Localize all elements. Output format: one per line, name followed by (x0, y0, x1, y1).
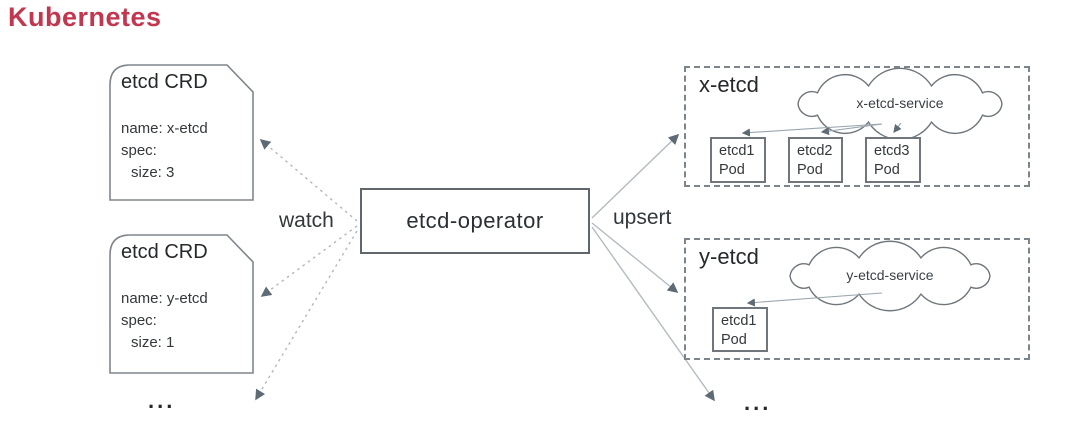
x-etcd-cluster-label: x-etcd (699, 72, 759, 97)
crd-document-shape-x (109, 64, 254, 201)
pod-name: etcd3 (874, 143, 910, 159)
etcd-operator-label: etcd-operator (406, 208, 544, 233)
y-etcd-service-cloud (789, 240, 991, 312)
crd-y-size: size: 1 (131, 334, 175, 351)
service-edge-y-pod1 (746, 292, 883, 307)
pod-name: etcd1 (719, 143, 755, 159)
y-etcd-service-label: y-etcd-service (846, 267, 934, 283)
x-etcd-service-label: x-etcd-service (856, 95, 944, 111)
pod-name: etcd2 (797, 143, 833, 159)
page-title: Kubernetes (8, 2, 162, 32)
pod-name: etcd1 (721, 313, 757, 329)
pod-kind: Pod (719, 162, 745, 178)
x-etcd-service-cloud (797, 67, 1003, 141)
watch-edge-crd-x (259, 138, 358, 222)
crd-x-name: name: x-etcd (121, 120, 208, 137)
etcd-operator-box: etcd-operator (360, 188, 590, 254)
y-etcd-cluster-label: y-etcd (699, 244, 759, 269)
ellipsis-left: ... (148, 388, 176, 413)
crd-y: etcd CRD name: y-etcd spec: size: 1 (121, 241, 247, 354)
pod-x-etcd2: etcd2 Pod (788, 137, 843, 183)
pod-x-etcd1: etcd1 Pod (710, 137, 766, 183)
y-etcd-cluster-box (684, 238, 1030, 360)
crd-y-title: etcd CRD (121, 241, 208, 263)
service-edge-x-pod2 (820, 123, 883, 136)
crd-x-size: size: 3 (131, 164, 175, 181)
crd-x-body: name: x-etcd spec: size: 3 (121, 118, 247, 184)
pod-kind: Pod (721, 332, 747, 348)
crd-x: etcd CRD name: x-etcd spec: size: 3 (121, 71, 247, 184)
upsert-label: upsert (613, 206, 672, 229)
pod-kind: Pod (874, 162, 900, 178)
crd-x-spec: spec: (121, 142, 157, 159)
pod-y-etcd1: etcd1 Pod (712, 307, 768, 352)
watch-edge-crd-y (260, 225, 358, 297)
upsert-edge-y-etcd (591, 222, 679, 293)
pod-x-etcd3: etcd3 Pod (865, 137, 921, 183)
upsert-edge-more (591, 226, 715, 402)
service-edge-x-pod3 (893, 122, 902, 133)
x-etcd-cluster-box (684, 66, 1030, 187)
crd-y-spec: spec: (121, 312, 157, 329)
upsert-edge-x-etcd (591, 133, 680, 219)
watch-edge-more (255, 230, 358, 401)
watch-label: watch (279, 209, 334, 232)
crd-y-body: name: y-etcd spec: size: 1 (121, 288, 247, 354)
crd-document-shape-y (109, 234, 254, 374)
ellipsis-right: ... (744, 390, 772, 415)
pod-kind: Pod (797, 162, 823, 178)
service-edge-x-pod1 (741, 123, 883, 137)
crd-x-title: etcd CRD (121, 71, 208, 93)
crd-y-name: name: y-etcd (121, 290, 208, 307)
